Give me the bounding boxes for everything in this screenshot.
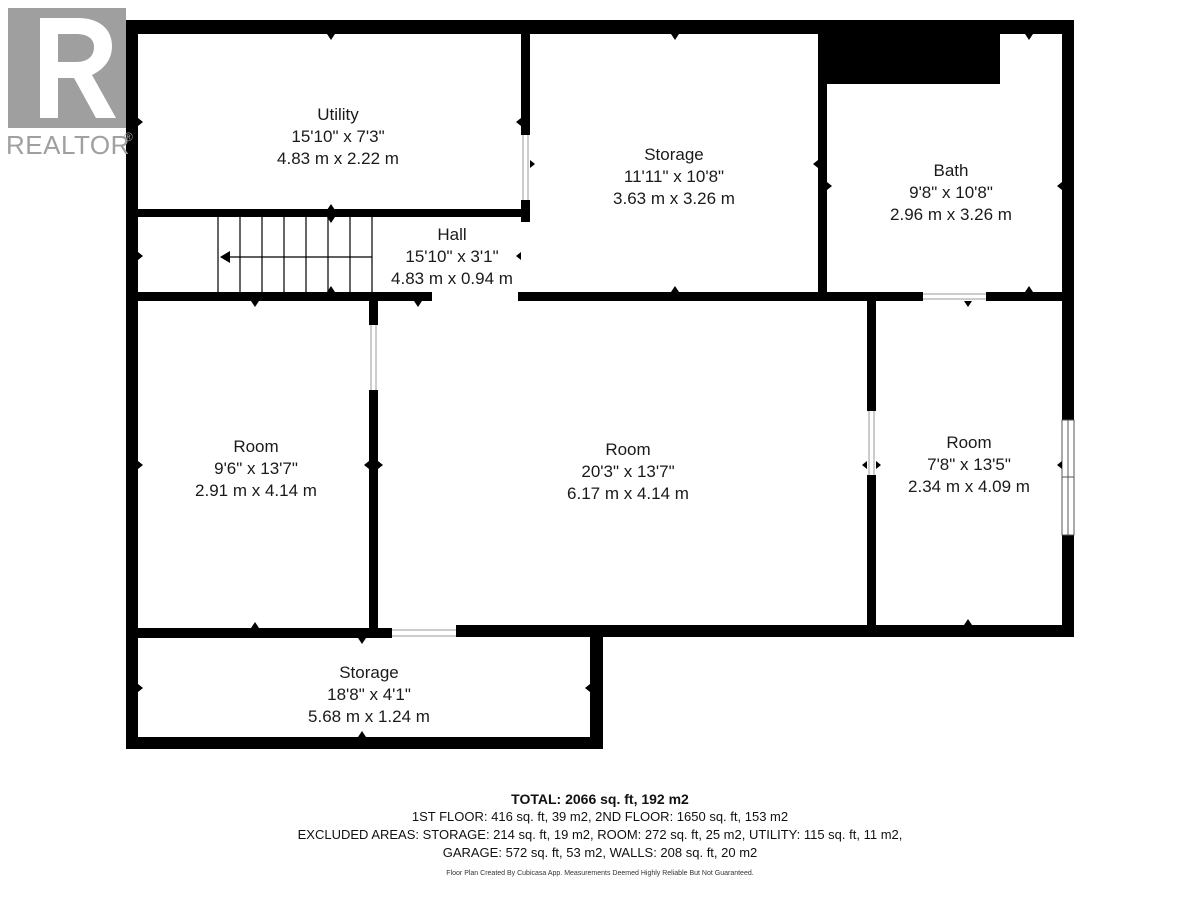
room-name: Utility [317,105,359,124]
wall [590,628,603,749]
wall [126,20,138,748]
excluded-areas: EXCLUDED AREAS: STORAGE: 214 sq. ft, 19 … [297,827,903,842]
room-name: Room [233,437,279,456]
room-label-storage-upper: Storage 11'11" x 10'8" 3.63 m x 3.26 m [574,144,774,210]
room-name: Room [946,433,992,452]
room-name: Storage [644,145,704,164]
room-label-bath: Bath 9'8" x 10'8" 2.96 m x 3.26 m [851,160,1051,226]
room-imperial: 7'8" x 13'5" [927,455,1011,474]
wall [126,209,530,217]
room-metric: 6.17 m x 4.14 m [567,484,689,503]
area-totals: TOTAL: 2066 sq. ft, 192 m2 1ST FLOOR: 41… [0,790,1200,862]
room-label-room-right: Room 7'8" x 13'5" 2.34 m x 4.09 m [869,432,1069,498]
wall [126,737,603,749]
wall [818,20,827,300]
room-metric: 5.68 m x 1.24 m [308,707,430,726]
realtor-watermark: REALTOR ® [0,0,140,165]
wall [126,292,432,301]
wall [369,390,378,638]
dimension-markers [138,34,1062,737]
room-imperial: 20'3" x 13'7" [581,462,675,481]
room-name: Bath [933,161,969,180]
room-imperial: 15'10" x 3'1" [405,247,499,266]
room-label-room-left: Room 9'6" x 13'7" 2.91 m x 4.14 m [156,436,356,502]
room-metric: 4.83 m x 2.22 m [277,149,399,168]
room-metric: 2.96 m x 3.26 m [890,205,1012,224]
wall [521,20,530,135]
room-metric: 2.34 m x 4.09 m [908,477,1030,496]
room-imperial: 18'8" x 4'1" [327,685,411,704]
walls [126,20,1074,749]
wall [518,292,923,301]
room-label-storage-lower: Storage 18'8" x 4'1" 5.68 m x 1.24 m [269,662,469,728]
wall [126,628,392,638]
room-imperial: 9'6" x 13'7" [214,459,298,478]
room-label-utility: Utility 15'10" x 7'3" 4.83 m x 2.22 m [238,104,438,170]
total-area: TOTAL: 2066 sq. ft, 192 m2 [511,791,689,807]
registered-mark: ® [124,130,133,144]
realtor-logo-icon [8,8,126,128]
stairs-arrow-icon [220,251,230,263]
wall [867,475,876,637]
room-name: Hall [437,225,467,244]
room-imperial: 15'10" x 7'3" [291,127,385,146]
garage-walls-areas: GARAGE: 572 sq. ft, 53 m2, WALLS: 208 sq… [442,845,758,860]
room-metric: 2.91 m x 4.14 m [195,481,317,500]
wall [818,20,1000,84]
room-label-hall: Hall 15'10" x 3'1" 4.83 m x 0.94 m [367,224,537,290]
wall [456,625,1074,637]
room-metric: 4.83 m x 0.94 m [391,269,513,288]
room-imperial: 11'11" x 10'8" [623,167,725,186]
door-frames [370,135,986,637]
wall [1062,20,1074,420]
realtor-watermark-text: REALTOR [6,130,130,160]
wall [521,200,530,222]
wall [986,292,1074,301]
room-imperial: 9'8" x 10'8" [909,183,993,202]
wall [369,300,378,325]
room-label-room-center: Room 20'3" x 13'7" 6.17 m x 4.14 m [528,439,728,505]
stairs [217,217,373,292]
room-name: Storage [339,663,399,682]
floor-areas: 1ST FLOOR: 416 sq. ft, 39 m2, 2ND FLOOR:… [411,809,789,824]
wall [867,296,876,411]
floor-plan-credit: Floor Plan Created By Cubicasa App. Meas… [446,870,754,877]
wall [1062,535,1074,637]
room-name: Room [605,440,651,459]
window [1061,419,1075,536]
room-metric: 3.63 m x 3.26 m [613,189,735,208]
